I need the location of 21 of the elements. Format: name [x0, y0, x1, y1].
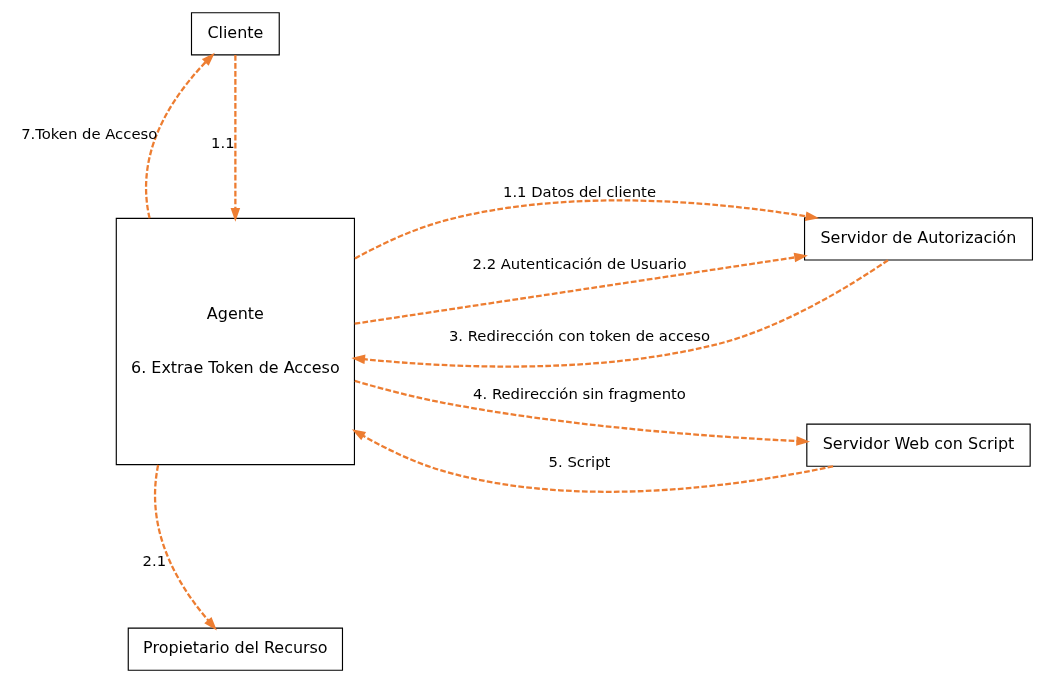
arrow — [230, 55, 240, 222]
node-box: Cliente — [190, 12, 280, 56]
node-box: Servidor Web con Script — [805, 423, 1031, 467]
edge-label: 3. Redirección con token de acceso — [448, 326, 710, 344]
edge-label: 2.2 Autenticación de Usuario — [472, 255, 686, 273]
arrow — [144, 52, 215, 219]
edge-label: 1.1 — [210, 134, 235, 152]
arrow — [351, 429, 833, 493]
arrow — [354, 379, 810, 446]
edge-label: 7.Token de Acceso — [20, 125, 157, 143]
edge-label: 4. Redirección sin fragmento — [472, 384, 686, 402]
arrow — [350, 259, 889, 368]
node-box: Agente 6. Extrae Token de Acceso — [115, 217, 355, 466]
edge-label: 1.1 Datos del cliente — [502, 183, 656, 201]
arrow — [153, 464, 217, 631]
node-box: Propietario del Recurso — [127, 627, 343, 671]
edge-label: 2.1 — [142, 552, 166, 570]
arrow — [354, 252, 808, 325]
node-box: Servidor de Autorización — [803, 217, 1033, 261]
arrow — [353, 199, 819, 260]
edge-label: 5. Script — [548, 453, 610, 471]
